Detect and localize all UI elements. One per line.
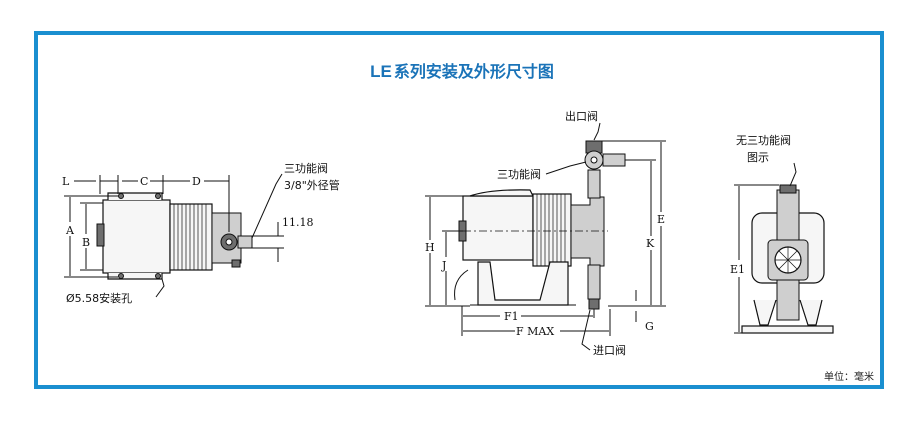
dim-G: G [645, 320, 654, 333]
dim-F1: F1 [504, 310, 519, 323]
side-view-base [477, 261, 569, 306]
title-prefix: LE [370, 62, 392, 81]
front-view-inlet-valve [776, 279, 800, 321]
note-outlet-valve: 出口阀 [565, 109, 598, 123]
top-view: L C D A B 11.18 三功能阀 3/8"外径管 Ø5.58安装孔 [62, 161, 340, 305]
side-view-pump-head [570, 196, 605, 267]
side-view-motor-housing [462, 195, 534, 261]
dim-J: J [441, 259, 446, 272]
top-view-motor-housing [102, 199, 171, 274]
top-view-knob [96, 223, 105, 247]
top-view-mount-hole [155, 193, 161, 199]
title-text: 系列安装及外形尺寸图 [393, 62, 554, 81]
note-no-valve-line1: 无三功能阀 [736, 133, 791, 147]
note-inlet-valve: 进口阀 [593, 343, 626, 357]
front-view: E1 无三功能阀 图示 [730, 133, 834, 334]
side-view-inlet-valve [587, 264, 601, 300]
note-tube-size: 3/8"外径管 [284, 178, 340, 192]
note-3way-valve: 三功能阀 [497, 167, 541, 181]
side-view: H J E K F1 F MAX G 出口阀 三功能阀 进口阀 [425, 109, 666, 357]
front-view-outlet-valve [776, 189, 800, 241]
top-view-valve-core [225, 238, 233, 246]
dim-C: C [140, 175, 148, 188]
unit-note: 单位：毫米 [824, 372, 874, 383]
top-view-outlet-port [231, 259, 241, 268]
dim-L: L [62, 175, 70, 188]
top-view-mount-hole [155, 273, 161, 279]
side-view-3way-fitting [602, 153, 626, 167]
dim-B: B [82, 236, 90, 249]
top-view-valve-fitting [237, 235, 253, 249]
dim-E1: E1 [730, 263, 745, 276]
top-view-mount-hole [118, 273, 124, 279]
front-view-base-plate [741, 325, 834, 334]
top-view-mount-hole [118, 193, 124, 199]
dim-K: K [646, 237, 655, 250]
note-mount-hole: Ø5.58安装孔 [66, 291, 132, 305]
top-view-flange-bottom [107, 273, 163, 280]
side-view-inlet-fitting [588, 298, 600, 310]
dim-offset: 11.18 [282, 216, 314, 229]
dim-H: H [425, 241, 435, 254]
diagram-frame [34, 31, 884, 389]
dim-D: D [192, 175, 201, 188]
side-view-3way-valve-core [590, 156, 598, 164]
dim-E: E [657, 213, 665, 226]
dim-A: A [65, 224, 75, 237]
dim-FMAX: F MAX [516, 325, 554, 338]
front-view-outlet-fitting [779, 184, 797, 194]
front-view-stand [753, 299, 823, 326]
note-valve-top: 三功能阀 [284, 161, 328, 175]
note-no-valve-line2: 图示 [747, 151, 769, 164]
side-view-outlet-valve [587, 169, 601, 199]
